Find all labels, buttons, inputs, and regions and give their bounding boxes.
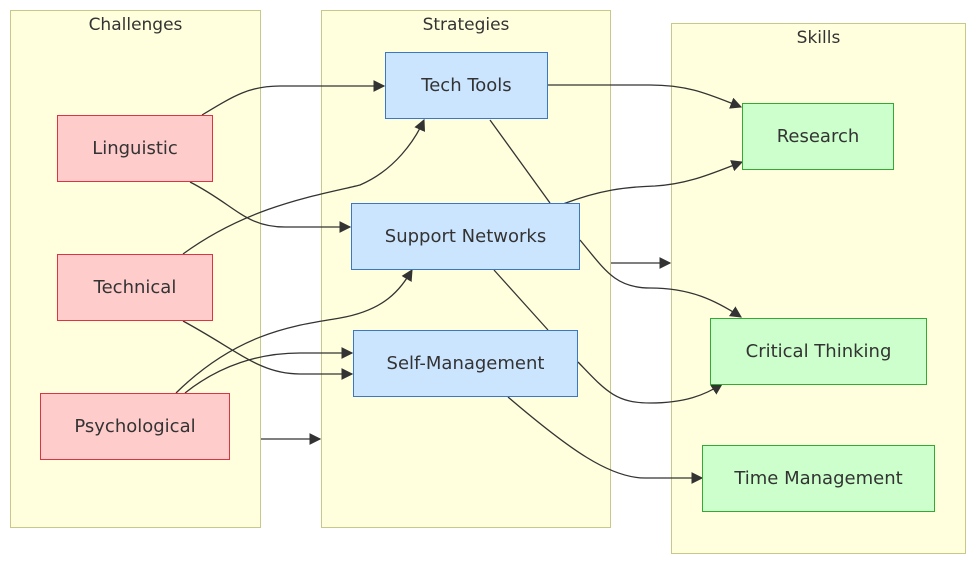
cluster-title-strategies: Strategies <box>422 15 510 35</box>
node-tech-tools[interactable]: Tech Tools <box>385 52 548 119</box>
node-critical-thinking[interactable]: Critical Thinking <box>710 318 927 385</box>
node-support-networks[interactable]: Support Networks <box>351 203 580 270</box>
node-linguistic[interactable]: Linguistic <box>57 115 213 182</box>
cluster-title-skills: Skills <box>796 28 841 48</box>
node-psychological[interactable]: Psychological <box>40 393 230 460</box>
node-time-management[interactable]: Time Management <box>702 445 935 512</box>
cluster-title-challenges: Challenges <box>88 15 183 35</box>
node-self-management[interactable]: Self-Management <box>353 330 578 397</box>
node-research[interactable]: Research <box>742 103 894 170</box>
node-technical[interactable]: Technical <box>57 254 213 321</box>
